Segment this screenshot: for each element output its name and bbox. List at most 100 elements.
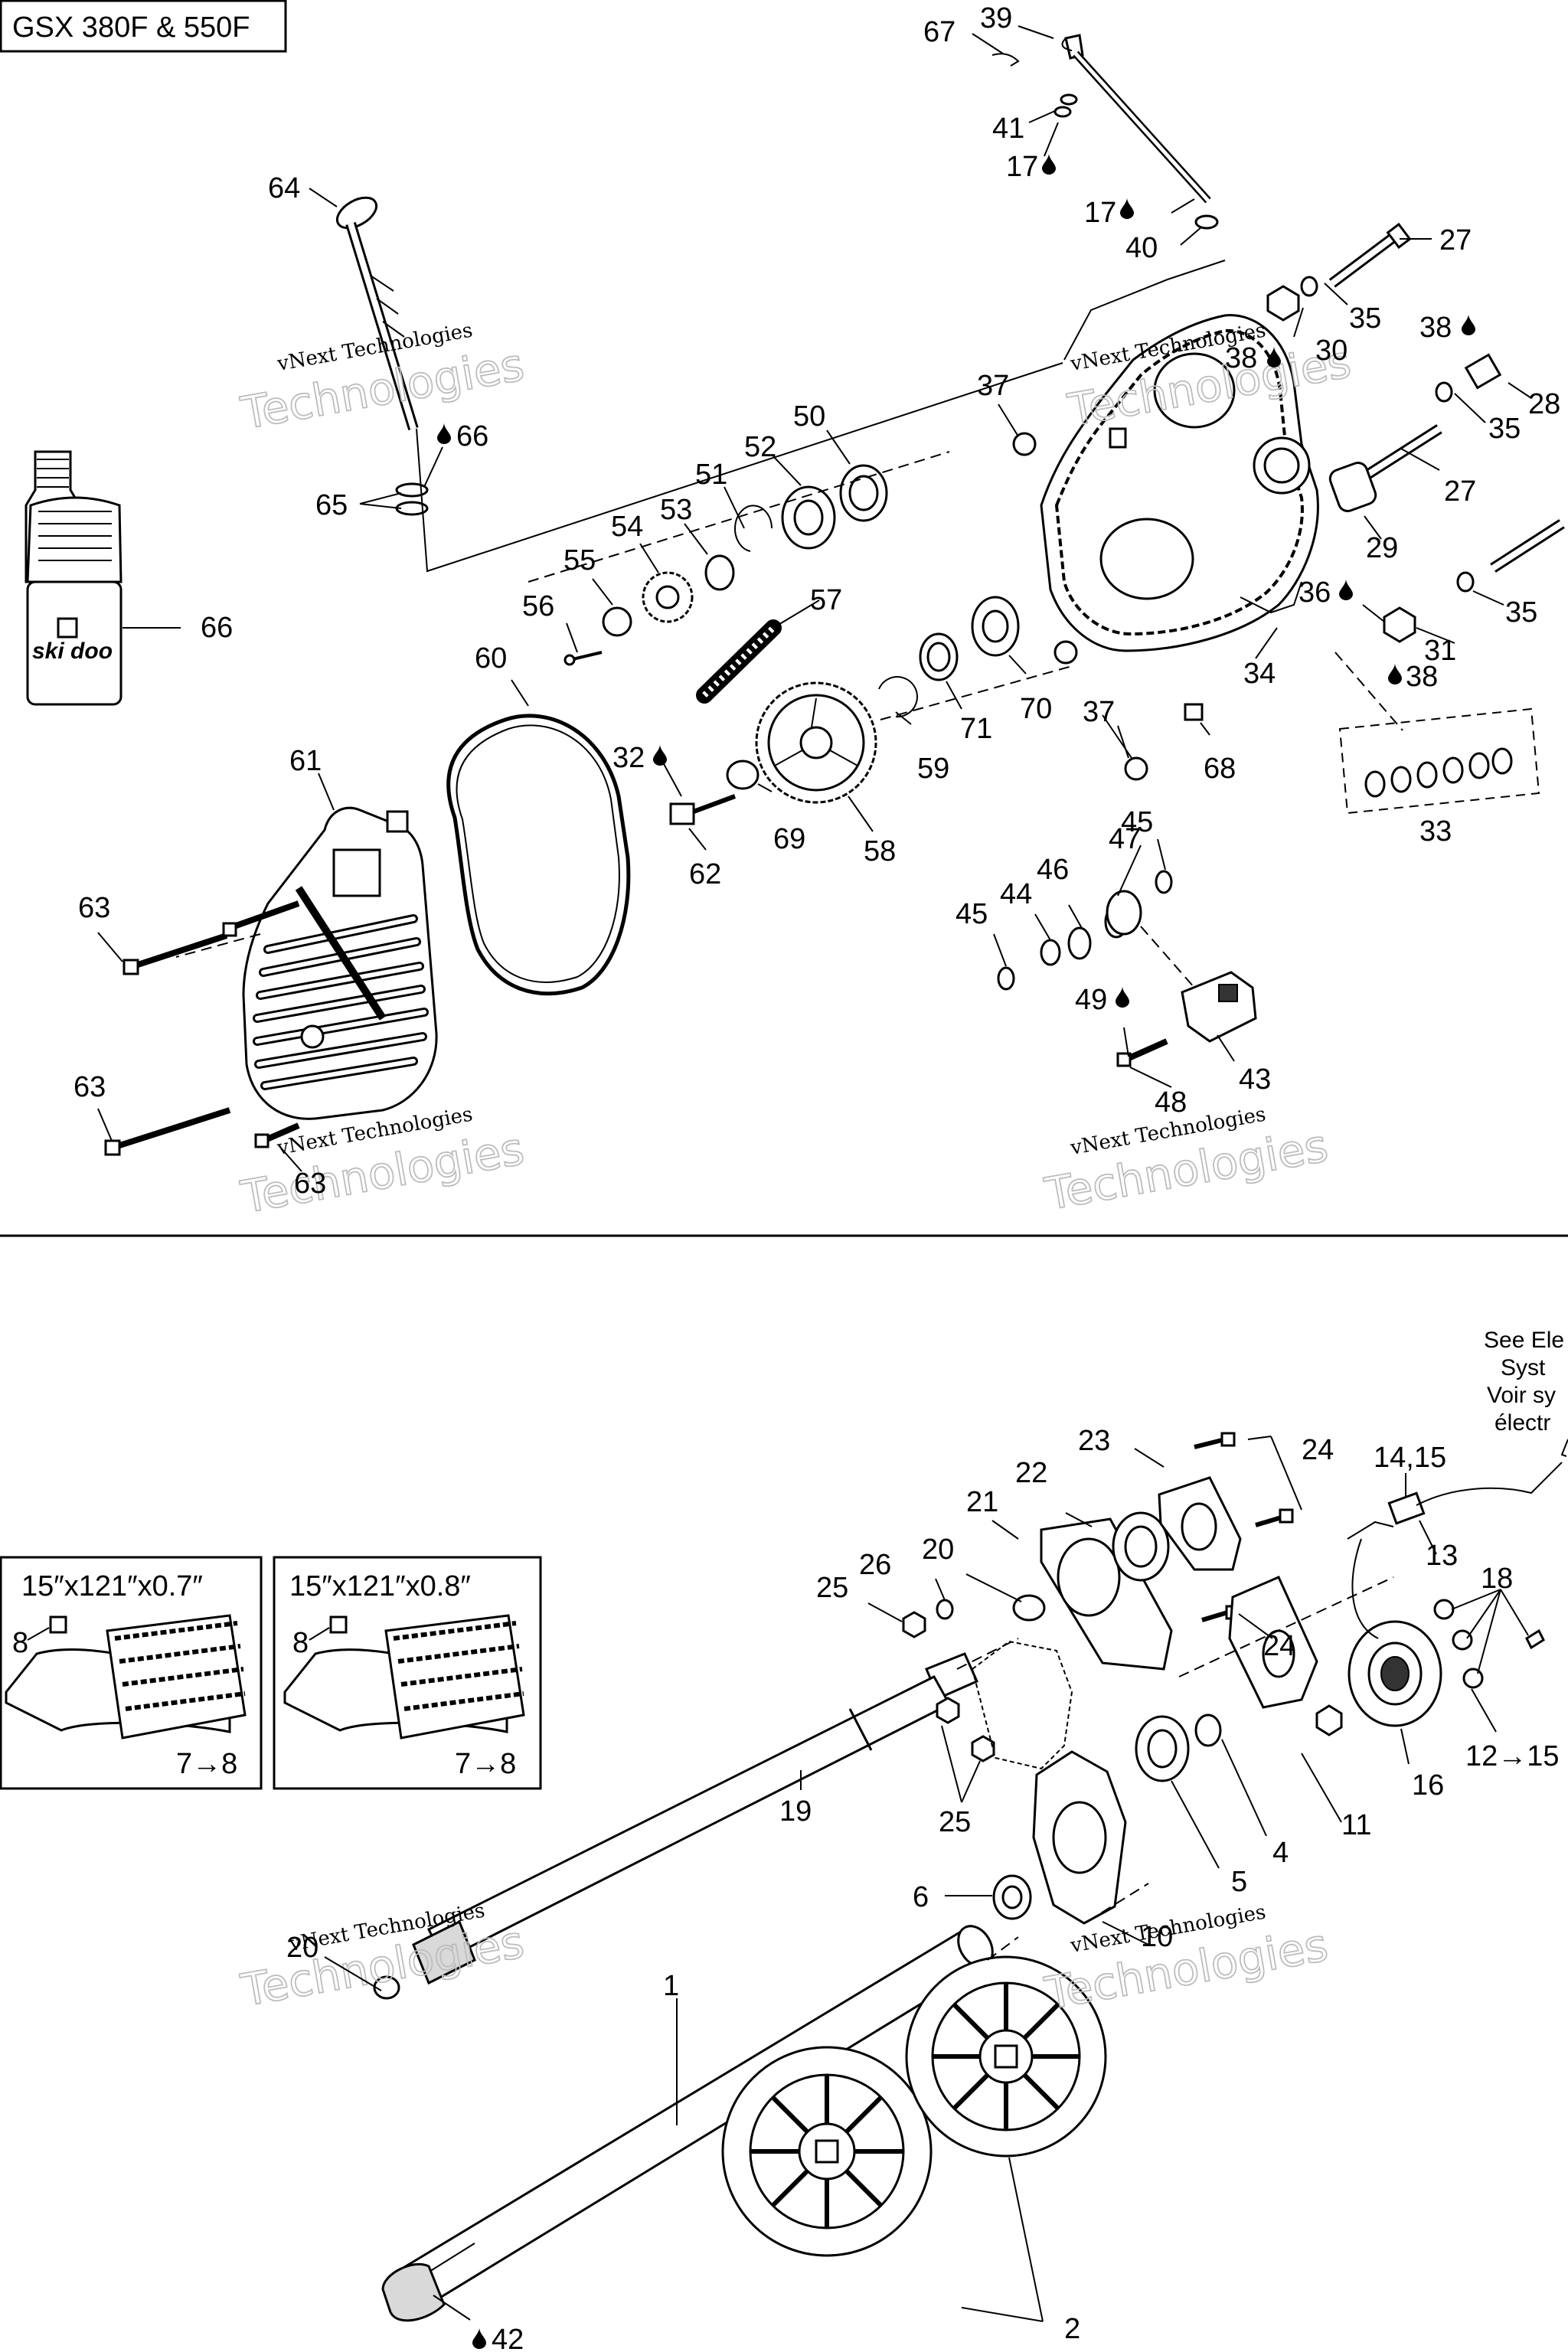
watermark-4: vNext Technologies Technologies [1040,1102,1333,1220]
callout-63: 63 [74,1071,106,1103]
callout-68: 68 [1204,753,1236,785]
model-label-box: GSX 380F & 550F [0,0,287,53]
callout-25: 25 [816,1572,848,1604]
callout-70: 70 [1020,693,1052,725]
callout-21: 21 [966,1486,998,1518]
callout-36: 36 [1298,577,1331,609]
callout-20: 20 [922,1534,954,1566]
callout-19: 19 [779,1795,812,1828]
callout-48: 48 [1155,1086,1187,1119]
plug-68 [1184,703,1204,721]
speed-sensor-13 [1347,1462,1563,1639]
track-inset-2-part-b: 7→8 [455,1748,516,1780]
callout-27: 27 [1444,475,1476,508]
nut-55 [602,606,632,637]
snap-ring-51 [734,505,773,552]
callout-37: 37 [977,370,1009,402]
callout-29: 29 [1366,532,1398,564]
callout-57: 57 [810,584,842,616]
callout-71: 71 [960,713,992,745]
tensioner-group [997,870,1257,1067]
callout-54: 54 [611,511,643,543]
callout-41: 41 [992,113,1024,145]
seal-20a [1012,1594,1046,1622]
track-inset-2-size: 15″x121″x0.8″ [289,1570,471,1602]
callout-14-15: 14,15 [1374,1442,1446,1474]
callout-35: 35 [1349,302,1381,335]
snap-ring-59 [878,676,918,718]
callout-38: 38 [1406,661,1438,693]
callout-65: 65 [315,489,348,521]
plate-11 [1228,1576,1318,1709]
spacer-69 [726,760,760,790]
oil-bottle: ski doo [24,450,122,706]
track-inset-1-part-b: 7→8 [176,1748,237,1780]
washer-6 [992,1874,1032,1920]
o-rings-65 [395,482,429,516]
callout-60: 60 [475,642,507,675]
callout-28: 28 [1528,388,1560,420]
callout-46: 46 [1037,854,1069,886]
leader-lines [97,25,1532,2322]
callout-4: 4 [1272,1837,1289,1869]
nut-37b [1054,640,1078,665]
callout-64: 64 [268,172,300,204]
oil-bottle-brand: ski doo [32,639,113,664]
chain-57 [696,619,782,704]
spacer-71 [919,632,959,681]
nuts-25-26 [902,1599,995,1762]
bearing-plate-21 [1040,1517,1173,1671]
callout-labels: 67 39 41 17 17 40 27 35 30 38 38 28 35 2… [74,2,1560,2352]
callout-12-15: 12→15 [1465,1740,1560,1772]
callout-38: 38 [1419,312,1452,344]
bolts-63 [104,900,300,1156]
callout-35: 35 [1505,596,1537,629]
callout-51: 51 [695,459,727,491]
callout-22: 22 [1015,1457,1047,1489]
callout-1: 1 [663,1970,679,2002]
callout-55: 55 [564,544,596,577]
callout-52: 52 [744,431,776,463]
callout-58: 58 [864,835,896,867]
callout-37: 37 [1083,696,1115,728]
callout-20: 20 [286,1932,318,1964]
callout-63: 63 [78,892,110,924]
callout-10: 10 [1141,1921,1173,1953]
model-label: GSX 380F & 550F [12,11,250,44]
bearing-5 [1135,1715,1190,1782]
drive-sprocket-2a [721,2046,933,2257]
callout-2: 2 [1064,2313,1080,2345]
callout-67: 67 [923,16,956,48]
track-inset-1-part-a: 8 [12,1627,28,1659]
shift-shaft [991,34,1219,230]
callout-24: 24 [1263,1630,1295,1662]
track-inset-2-part-a: 8 [292,1627,309,1659]
dipstick [335,196,419,431]
bolt-62 [669,794,737,825]
watermark-5: vNext Technologies Technologies [237,1899,529,2017]
flange-10 [1032,1750,1127,1925]
nut-14-15 [1315,1704,1343,1736]
callout-66: 66 [201,612,233,644]
bearing-housing-16 [1348,1620,1442,1727]
callout-59: 59 [917,753,949,785]
chaincase-outline-ghost [971,1640,1073,1770]
callout-25: 25 [939,1806,971,1838]
chaincase-cover-61 [242,806,438,1120]
callout-17: 17 [1006,151,1038,183]
callout-35: 35 [1488,413,1521,445]
callout-34: 34 [1243,658,1276,690]
nut-37a [1012,432,1037,456]
callout-11: 11 [1341,1809,1371,1841]
callout-13: 13 [1426,1540,1458,1572]
callout-38: 38 [1225,342,1257,374]
track-inset-2: 15″x121″x0.8″ 8 7→8 [273,1556,542,1790]
gasket-60 [446,714,631,996]
gear-58 [755,681,877,804]
callout-69: 69 [773,823,805,855]
callout-44: 44 [1000,878,1032,910]
callout-53: 53 [660,494,692,526]
callout-43: 43 [1239,1063,1271,1096]
sprocket-54 [642,571,694,623]
callout-45: 45 [1121,806,1153,838]
